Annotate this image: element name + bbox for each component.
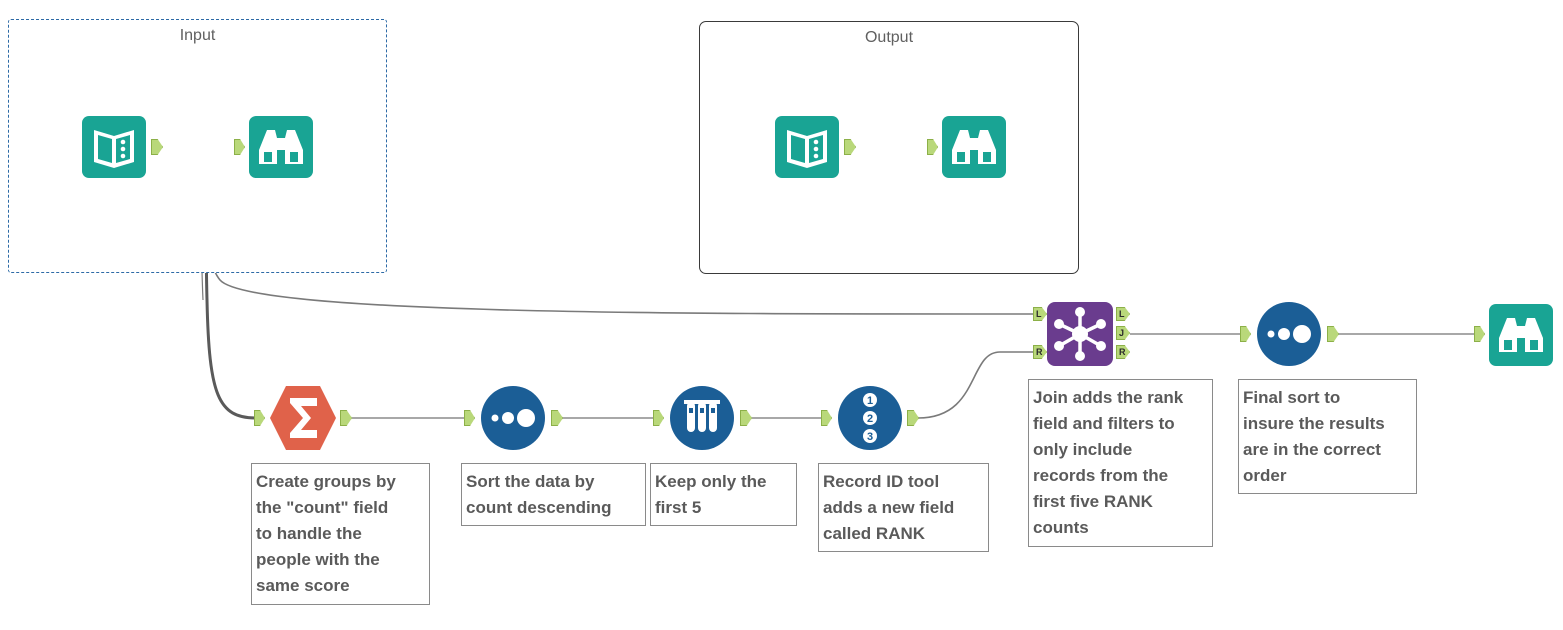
summarize-input-anchor[interactable] (254, 410, 265, 426)
output-input-data-anchor[interactable] (844, 139, 856, 155)
finalsort-output-anchor[interactable] (1327, 326, 1339, 342)
binoculars-icon (1489, 304, 1553, 366)
record-id-tool[interactable]: 1 2 3 (837, 386, 903, 450)
output-container-title: Output (864, 29, 914, 46)
join-tool[interactable] (1047, 302, 1113, 366)
test-tubes-icon (670, 386, 734, 450)
svg-text:2: 2 (867, 413, 873, 425)
sort-tool[interactable] (480, 386, 546, 450)
output-browse-input-anchor[interactable] (927, 139, 938, 155)
sample-output-anchor[interactable] (740, 410, 752, 426)
output-container[interactable]: Output (699, 21, 1079, 274)
book-icon (82, 116, 146, 178)
final-browse-tool[interactable] (1489, 304, 1553, 366)
finalsort-input-anchor[interactable] (1240, 326, 1251, 342)
annotation-sample: Keep only the first 5 (650, 463, 797, 526)
join-left-output-anchor[interactable]: L (1116, 307, 1130, 321)
sample-input-anchor[interactable] (653, 410, 664, 426)
output-browse-tool[interactable] (942, 116, 1006, 178)
annotation-sort: Sort the data by count descending (461, 463, 646, 526)
join-network-icon (1047, 302, 1113, 366)
final-browse-input-anchor[interactable] (1474, 326, 1485, 342)
svg-text:1: 1 (867, 395, 873, 407)
summarize-output-anchor[interactable] (340, 410, 352, 426)
sample-tool[interactable] (669, 386, 735, 450)
annotation-final-sort: Final sort to insure the results are in … (1238, 379, 1417, 494)
annotation-summarize: Create groups by the "count" field to ha… (251, 463, 430, 605)
input-container-title: Input (179, 27, 216, 44)
input-data-output-anchor[interactable] (151, 139, 163, 155)
final-sort-tool[interactable] (1256, 302, 1322, 366)
input-container[interactable]: Input (8, 19, 387, 273)
svg-text:3: 3 (867, 431, 873, 443)
annotation-join: Join adds the rank field and filters to … (1028, 379, 1213, 547)
input-data-tool[interactable] (82, 116, 146, 178)
recordid-input-anchor[interactable] (821, 410, 832, 426)
join-right-input-anchor[interactable]: R (1033, 345, 1047, 359)
binoculars-icon (249, 116, 313, 178)
sigma-icon (270, 386, 336, 450)
dots-icon (1257, 302, 1321, 366)
browse-tool-input[interactable] (249, 116, 313, 178)
dots-icon (481, 386, 545, 450)
book-icon (775, 116, 839, 178)
browse-input-anchor[interactable] (234, 139, 245, 155)
binoculars-icon (942, 116, 1006, 178)
recordid-output-anchor[interactable] (907, 410, 919, 426)
output-input-data-tool[interactable] (775, 116, 839, 178)
join-left-input-anchor[interactable]: L (1033, 307, 1047, 321)
join-join-output-anchor[interactable]: J (1116, 326, 1130, 340)
summarize-tool[interactable] (270, 386, 336, 450)
sort-output-anchor[interactable] (551, 410, 563, 426)
join-right-output-anchor[interactable]: R (1116, 345, 1130, 359)
sort-input-anchor[interactable] (464, 410, 475, 426)
numbered-list-icon: 1 2 3 (838, 386, 902, 450)
wire-recordid-join-right (917, 351, 1035, 419)
annotation-record-id: Record ID tool adds a new field called R… (818, 463, 989, 552)
